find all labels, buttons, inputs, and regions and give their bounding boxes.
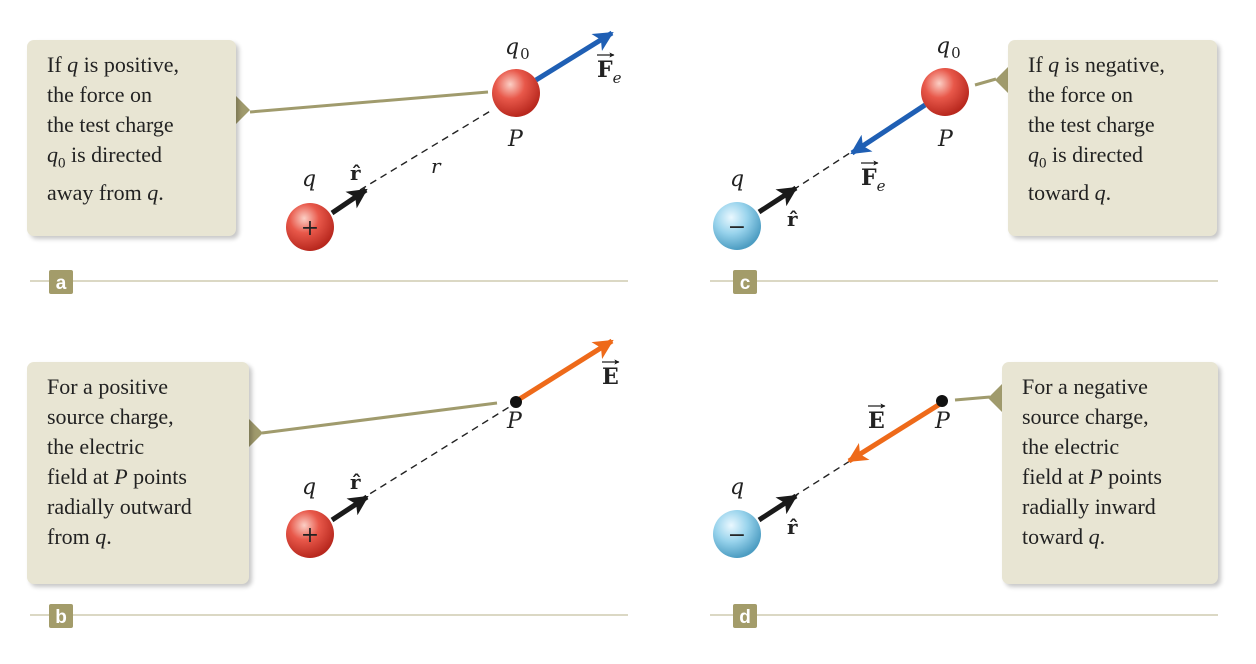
svg-text:E: E	[602, 364, 619, 390]
leader-line-b	[261, 401, 498, 435]
label-q-c: q	[730, 167, 744, 192]
svg-text:E: E	[868, 408, 885, 434]
label-field-d: E	[868, 403, 886, 434]
caption-box-b: For a positive source charge, the electr…	[27, 362, 249, 584]
field-arrow-b	[516, 338, 614, 403]
panel-c: − q r̂ q0 P Fe	[713, 34, 1010, 250]
unit-vector-arrow-c	[757, 185, 798, 215]
source-charge-c	[713, 202, 761, 250]
label-force-c: Fe	[861, 160, 886, 195]
label-r-a: r	[431, 154, 442, 178]
label-q-d: q	[730, 475, 744, 500]
panel-tag-a: a	[49, 270, 73, 294]
panel-a: + q r̂ r q0 P Fe	[235, 30, 622, 251]
label-p-d: P	[934, 409, 951, 434]
svg-text:d: d	[739, 607, 751, 628]
sign-plus-b: +	[301, 523, 319, 548]
point-p-b	[510, 396, 522, 408]
panel-tag-b: b	[49, 604, 73, 628]
label-rhat-c: r̂	[787, 207, 798, 231]
point-p-d	[936, 395, 948, 407]
separation-line-b	[359, 403, 515, 501]
unit-vector-arrow-a	[330, 187, 368, 216]
caption-box-d: For a negative source charge, the electr…	[1002, 362, 1218, 584]
label-force-a: Fe	[597, 52, 622, 87]
field-arrow-d	[847, 401, 942, 464]
test-charge-c	[921, 68, 969, 116]
svg-text:a: a	[56, 273, 67, 294]
source-charge-b	[286, 510, 334, 558]
panel-tag-d: d	[733, 604, 757, 628]
panel-d: − q r̂ P E	[713, 383, 1003, 558]
label-q0-a: q0	[505, 35, 530, 63]
label-p-b: P	[506, 409, 523, 434]
unit-vector-arrow-b	[330, 494, 369, 523]
caption-box-c: If q is negative, the force on the test …	[1008, 40, 1217, 236]
leader-line-c	[974, 77, 997, 87]
label-q-b: q	[302, 475, 316, 500]
caption-pointer-d	[988, 383, 1003, 413]
sign-plus-a: +	[301, 216, 319, 241]
label-p-a: P	[507, 127, 524, 152]
label-q-a: q	[302, 167, 316, 192]
label-field-b: E	[602, 359, 620, 390]
label-p-c: P	[937, 127, 954, 152]
force-arrow-c	[850, 102, 927, 156]
label-rhat-b: r̂	[350, 470, 361, 494]
svg-text:c: c	[740, 273, 751, 294]
sign-minus-c: −	[728, 215, 746, 240]
svg-text:b: b	[55, 607, 67, 628]
test-charge-a	[492, 69, 540, 117]
label-rhat-d: r̂	[787, 515, 798, 539]
caption-pointer-a	[235, 95, 250, 125]
panel-tag-c: c	[733, 270, 757, 294]
caption-pointer-c	[995, 65, 1010, 95]
source-charge-a	[286, 203, 334, 251]
leader-line-a	[249, 90, 489, 114]
svg-text:Fe: Fe	[861, 165, 886, 195]
caption-pointer-b	[248, 418, 263, 448]
source-charge-d	[713, 510, 761, 558]
panel-b: + q r̂ P E	[248, 338, 620, 558]
label-rhat-a: r̂	[350, 161, 361, 185]
caption-box-a: If q is positive, the force on the test …	[27, 40, 236, 236]
unit-vector-arrow-d	[757, 493, 798, 523]
svg-text:Fe: Fe	[597, 57, 622, 87]
label-q0-c: q0	[936, 34, 961, 62]
leader-line-d	[954, 395, 991, 402]
force-arrow-a	[534, 30, 614, 83]
separation-line-a	[359, 109, 493, 191]
sign-minus-d: −	[728, 523, 746, 548]
